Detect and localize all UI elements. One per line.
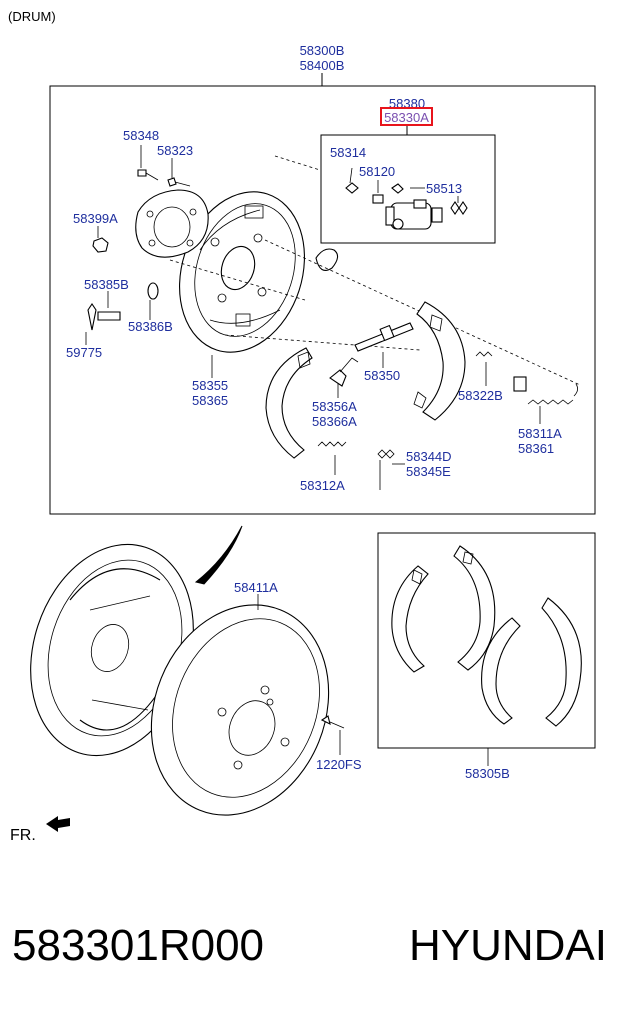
label-58411A[interactable]: 58411A [234, 580, 278, 595]
label-58311A[interactable]: 58311A [518, 426, 562, 441]
label-58305B[interactable]: 58305B [465, 766, 510, 781]
wheel-cylinder-parts [345, 167, 468, 230]
label-58323[interactable]: 58323 [157, 143, 193, 158]
spring-58311A [527, 383, 578, 405]
label-58361[interactable]: 58361 [518, 441, 554, 456]
label-58322B[interactable]: 58322B [458, 388, 503, 403]
spring-58322B [475, 351, 527, 392]
label-58312A[interactable]: 58312A [300, 478, 345, 493]
label-58385B[interactable]: 58385B [84, 277, 129, 292]
label-58399A[interactable]: 58399A [73, 211, 118, 226]
shoe-kit-drawing [391, 545, 582, 727]
brand-name: HYUNDAI [409, 921, 607, 970]
part-number: 583301R000 [12, 921, 264, 970]
assembly-frame [49, 85, 596, 515]
section-label: (DRUM) [8, 9, 56, 24]
swoosh-arrow [194, 525, 243, 585]
label-58355[interactable]: 58355 [192, 378, 228, 393]
label-58300B[interactable]: 58300B [300, 43, 345, 58]
backing-plate-drawing [179, 191, 305, 353]
label-58120[interactable]: 58120 [359, 164, 395, 179]
highlight-box [380, 107, 433, 126]
label-58356A[interactable]: 58356A [312, 399, 357, 414]
label-58314[interactable]: 58314 [330, 145, 366, 160]
wheel-cylinder-box [320, 134, 496, 244]
front-arrow-icon [46, 816, 70, 832]
label-58344D[interactable]: 58344D [406, 449, 452, 464]
adjuster-assembly [329, 322, 414, 387]
label-58348[interactable]: 58348 [123, 128, 159, 143]
label-58350[interactable]: 58350 [364, 368, 400, 383]
label-59775[interactable]: 59775 [66, 345, 102, 360]
gasket-plate [135, 189, 209, 258]
label-58513[interactable]: 58513 [426, 181, 462, 196]
label-1220FS[interactable]: 1220FS [316, 757, 362, 772]
label-58386B[interactable]: 58386B [128, 319, 173, 334]
springs-58312A-58344D [317, 441, 395, 490]
label-58366A[interactable]: 58366A [312, 414, 357, 429]
front-label: FR. [10, 827, 36, 844]
shoe-kit-box [377, 532, 596, 749]
bolts [87, 169, 339, 331]
label-58345E[interactable]: 58345E [406, 464, 451, 479]
assembled-brake-drawing [30, 543, 194, 757]
label-58365[interactable]: 58365 [192, 393, 228, 408]
label-58330A[interactable]: 58330A [384, 110, 429, 125]
label-58400B[interactable]: 58400B [300, 58, 345, 73]
brake-drum-drawing [150, 604, 345, 816]
right-brake-shoe [413, 301, 466, 421]
left-brake-shoe [265, 347, 313, 459]
